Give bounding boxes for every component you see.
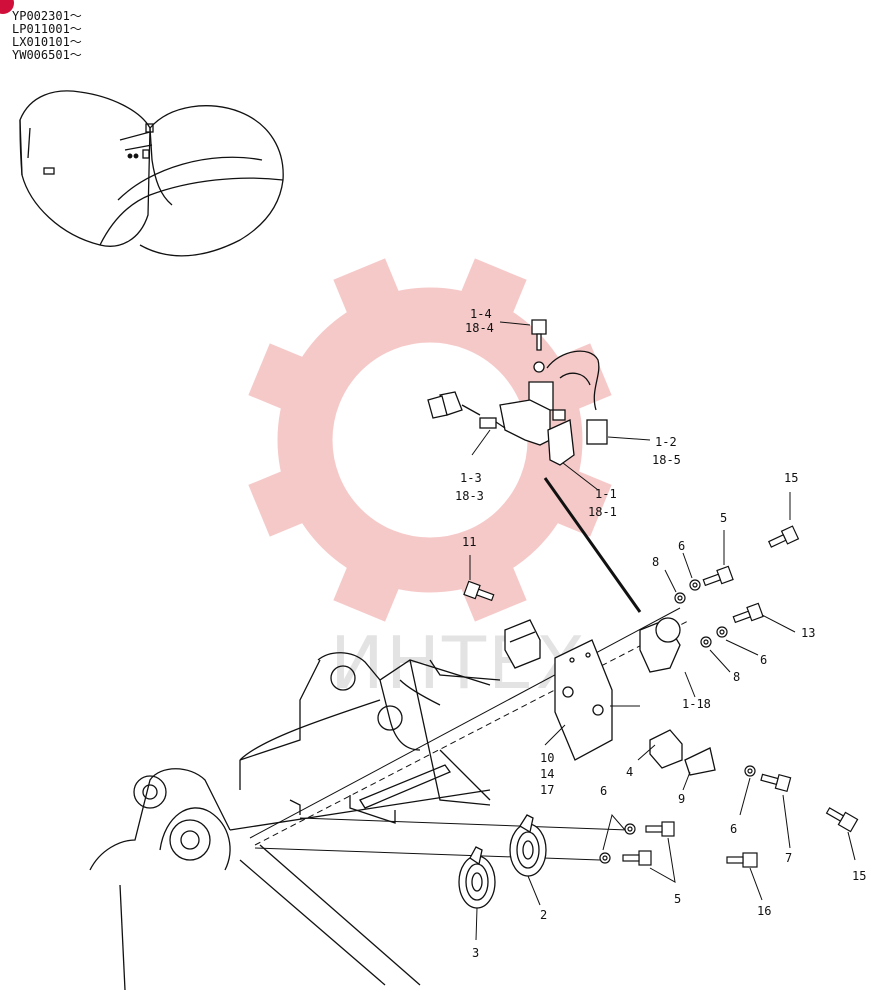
leader-lines	[469, 321, 856, 941]
callout-11: 11	[462, 535, 476, 549]
horns	[458, 814, 547, 909]
callout-5: 5	[720, 511, 727, 525]
switch-assembly	[427, 319, 608, 466]
fasteners	[463, 525, 859, 868]
callout-13: 13	[801, 626, 815, 640]
callout-9: 9	[678, 792, 685, 806]
svg-text:1-2: 1-2	[655, 435, 677, 449]
svg-text:18-5: 18-5	[652, 453, 681, 467]
callout-6: 6	[600, 784, 607, 798]
callout-1-3: 1-3 18-3	[455, 471, 484, 503]
callout-8: 8	[652, 555, 659, 569]
serial-range-1: YP002301～	[12, 9, 82, 23]
callout-1-18: 1-18	[682, 697, 711, 711]
callout-6: 6	[730, 822, 737, 836]
callout-3: 3	[472, 946, 479, 960]
svg-text:18-4: 18-4	[465, 321, 494, 335]
callout-6: 6	[760, 653, 767, 667]
svg-text:10: 10	[540, 751, 554, 765]
serial-range-3: LX010101～	[12, 35, 82, 49]
callout-1-1: 1-1 18-1	[588, 487, 617, 519]
svg-text:18-1: 18-1	[588, 505, 617, 519]
callout-15: 15	[852, 869, 866, 883]
svg-text:1-4: 1-4	[470, 307, 492, 321]
callout-1-2: 1-2 18-5	[652, 435, 681, 467]
bracket-plate	[504, 617, 716, 776]
callout-6: 6	[678, 539, 685, 553]
callout-5: 5	[674, 892, 681, 906]
callout-15: 15	[784, 471, 798, 485]
serial-range-4: YW006501～	[12, 48, 82, 62]
seat-illustration	[19, 90, 284, 257]
machine-frame	[89, 652, 501, 991]
callout-labels: 1-418-4 1-2 18-5 1-3 18-3 1-1 18-1 15 5 6 8…	[455, 307, 866, 960]
callout-1-4: 1-418-4	[465, 307, 494, 335]
svg-text:1-1: 1-1	[595, 487, 617, 501]
serial-range-2: LP011001～	[12, 22, 82, 36]
callout-10-14-17: 10 14 17	[540, 751, 554, 797]
svg-text:1-3: 1-3	[460, 471, 482, 485]
svg-text:14: 14	[540, 767, 554, 781]
corner-badge	[0, 0, 14, 14]
watermark-text: ИНТЕХ	[330, 621, 587, 705]
callout-7: 7	[785, 851, 792, 865]
svg-text:17: 17	[540, 783, 554, 797]
callout-4: 4	[626, 765, 633, 779]
callout-2: 2	[540, 908, 547, 922]
callout-16: 16	[757, 904, 771, 918]
svg-text:18-3: 18-3	[455, 489, 484, 503]
callout-8: 8	[733, 670, 740, 684]
